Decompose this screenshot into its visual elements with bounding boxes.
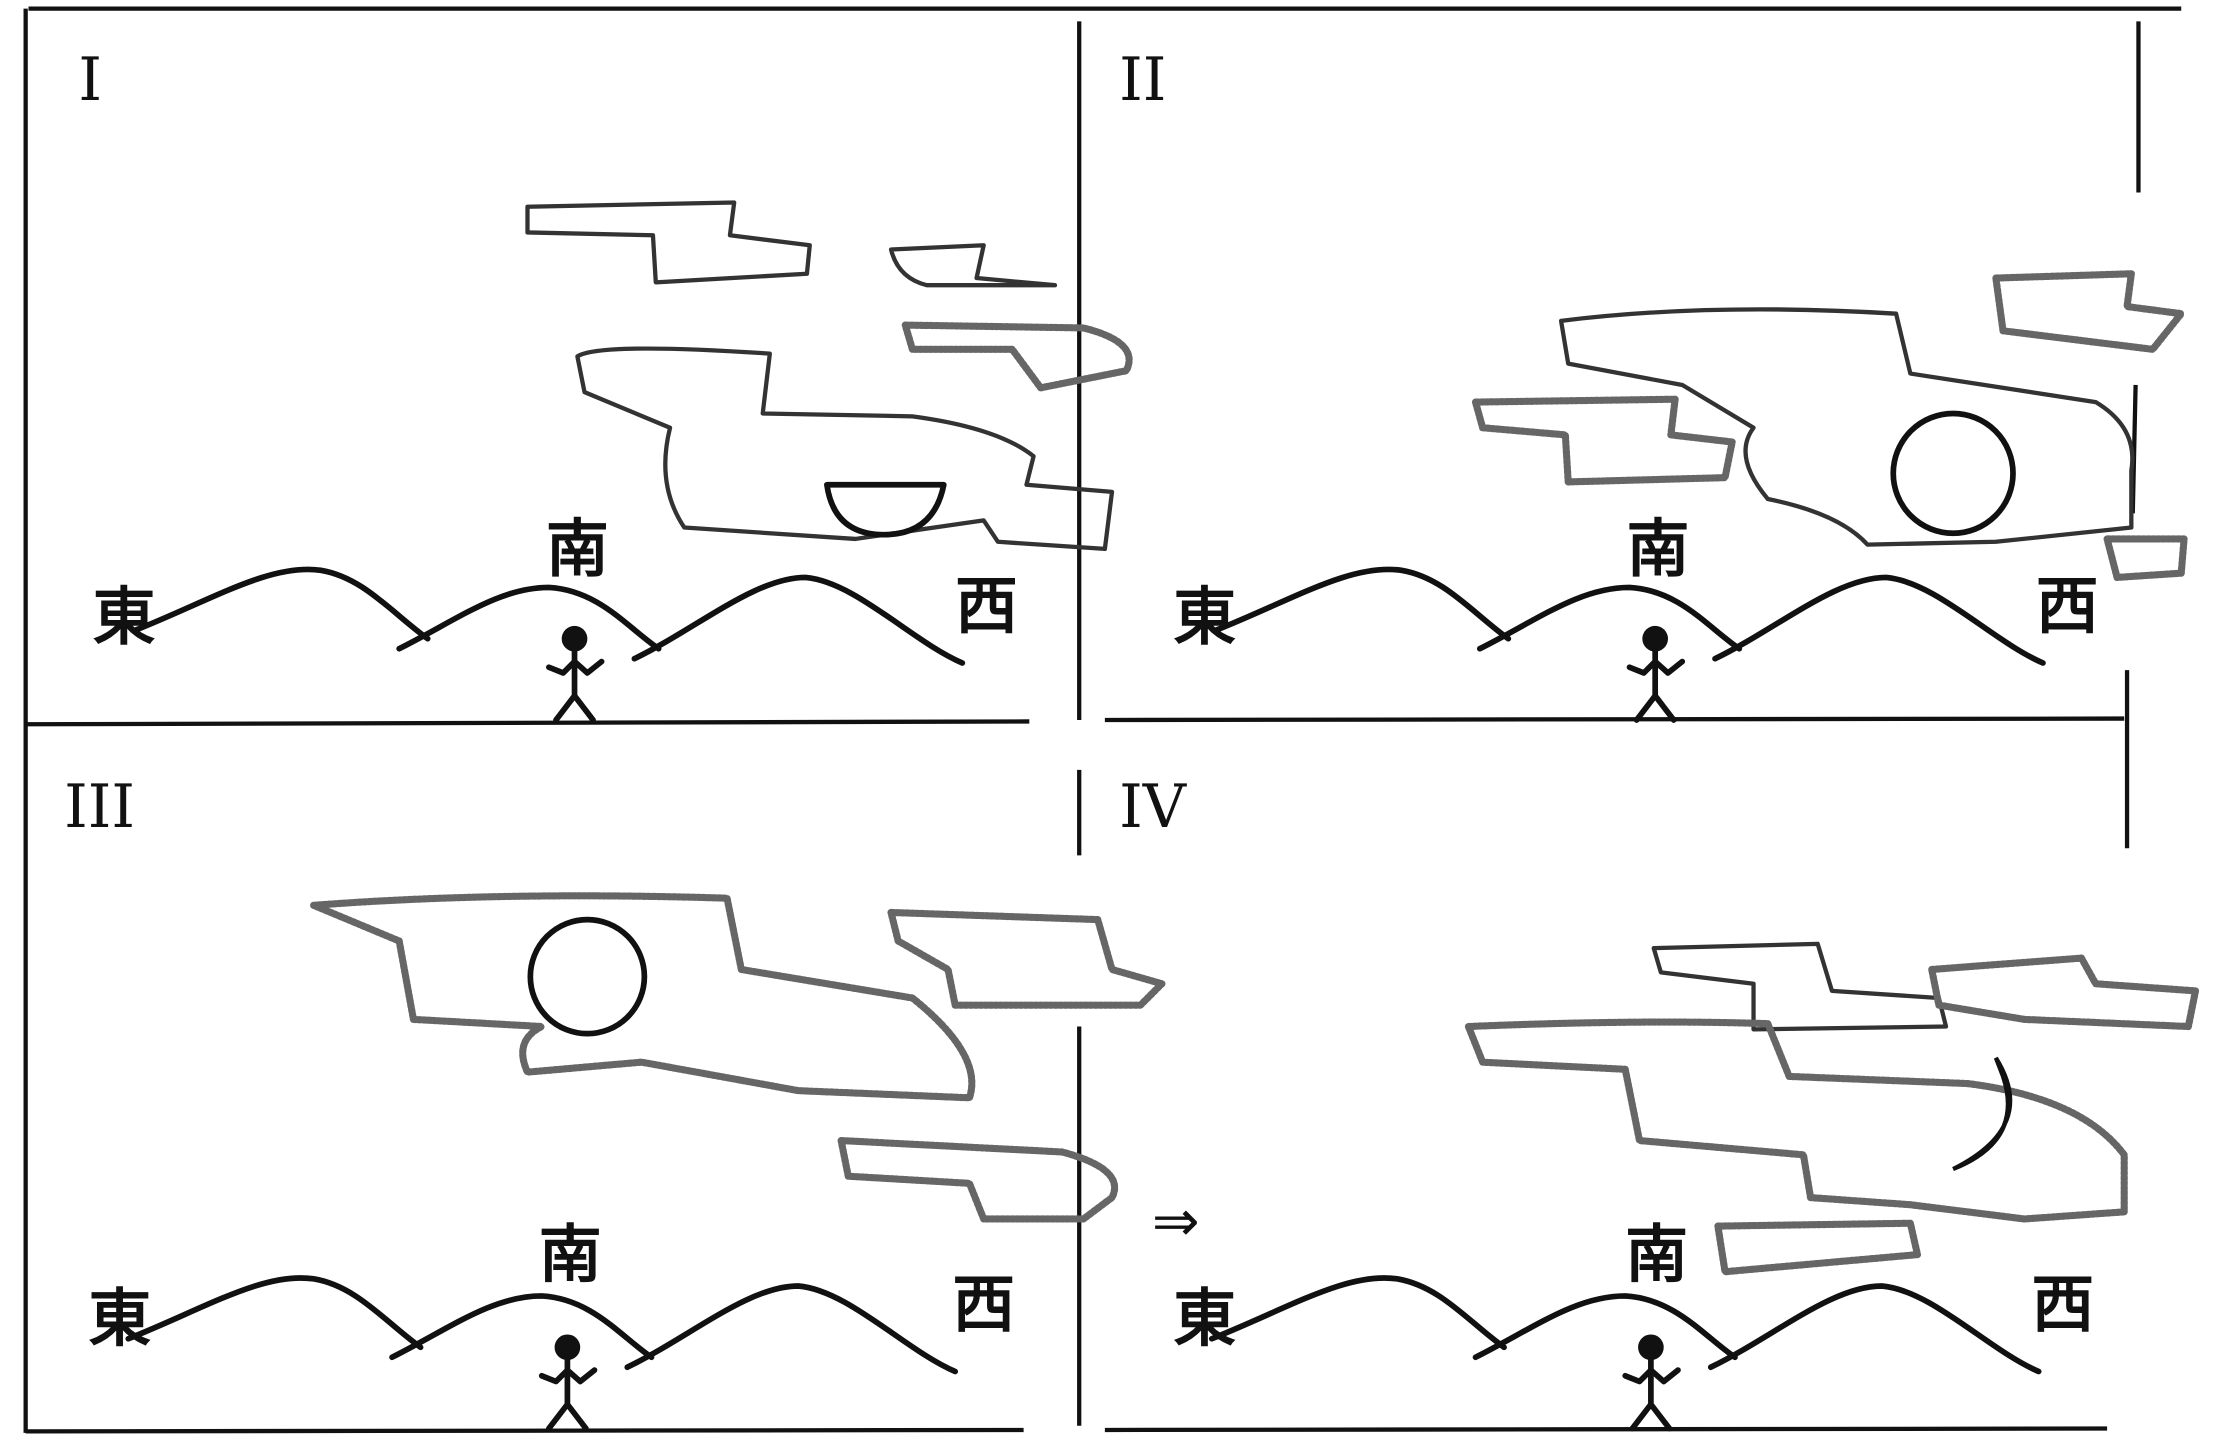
west-label: 西 bbox=[2032, 1267, 2095, 1341]
panel-4: IV ⇒ 東 南 西 bbox=[1119, 772, 2200, 1429]
east-label: 東 bbox=[93, 580, 156, 654]
east-label: 東 bbox=[88, 1281, 151, 1355]
west-label: 西 bbox=[2036, 568, 2099, 642]
east-label: 東 bbox=[1173, 1281, 1236, 1355]
west-label: 西 bbox=[955, 568, 1018, 642]
panel-1: I 東 南 西 bbox=[78, 45, 1133, 720]
full-moon-icon bbox=[527, 916, 648, 1037]
arrow-icon: ⇒ bbox=[1152, 1188, 1200, 1254]
full-moon-icon bbox=[1890, 410, 2016, 537]
south-label: 南 bbox=[539, 1217, 602, 1291]
south-label: 南 bbox=[1627, 511, 1690, 585]
panel-frames bbox=[23, 6, 2182, 1434]
panel-2: II 東 南 西 bbox=[1119, 45, 2188, 720]
panel-label: III bbox=[64, 772, 135, 842]
east-label: 東 bbox=[1173, 580, 1236, 654]
south-label: 南 bbox=[1625, 1217, 1688, 1291]
panel-label: IV bbox=[1119, 772, 1188, 842]
south-label: 南 bbox=[546, 511, 609, 585]
panel-label: II bbox=[1119, 45, 1166, 115]
half-moon-icon bbox=[824, 481, 947, 538]
west-label: 西 bbox=[952, 1267, 1015, 1341]
panel-label: I bbox=[78, 45, 102, 115]
crescent-moon-icon bbox=[1952, 1056, 2013, 1172]
panel-3: III 東 南 西 bbox=[64, 772, 1166, 1429]
